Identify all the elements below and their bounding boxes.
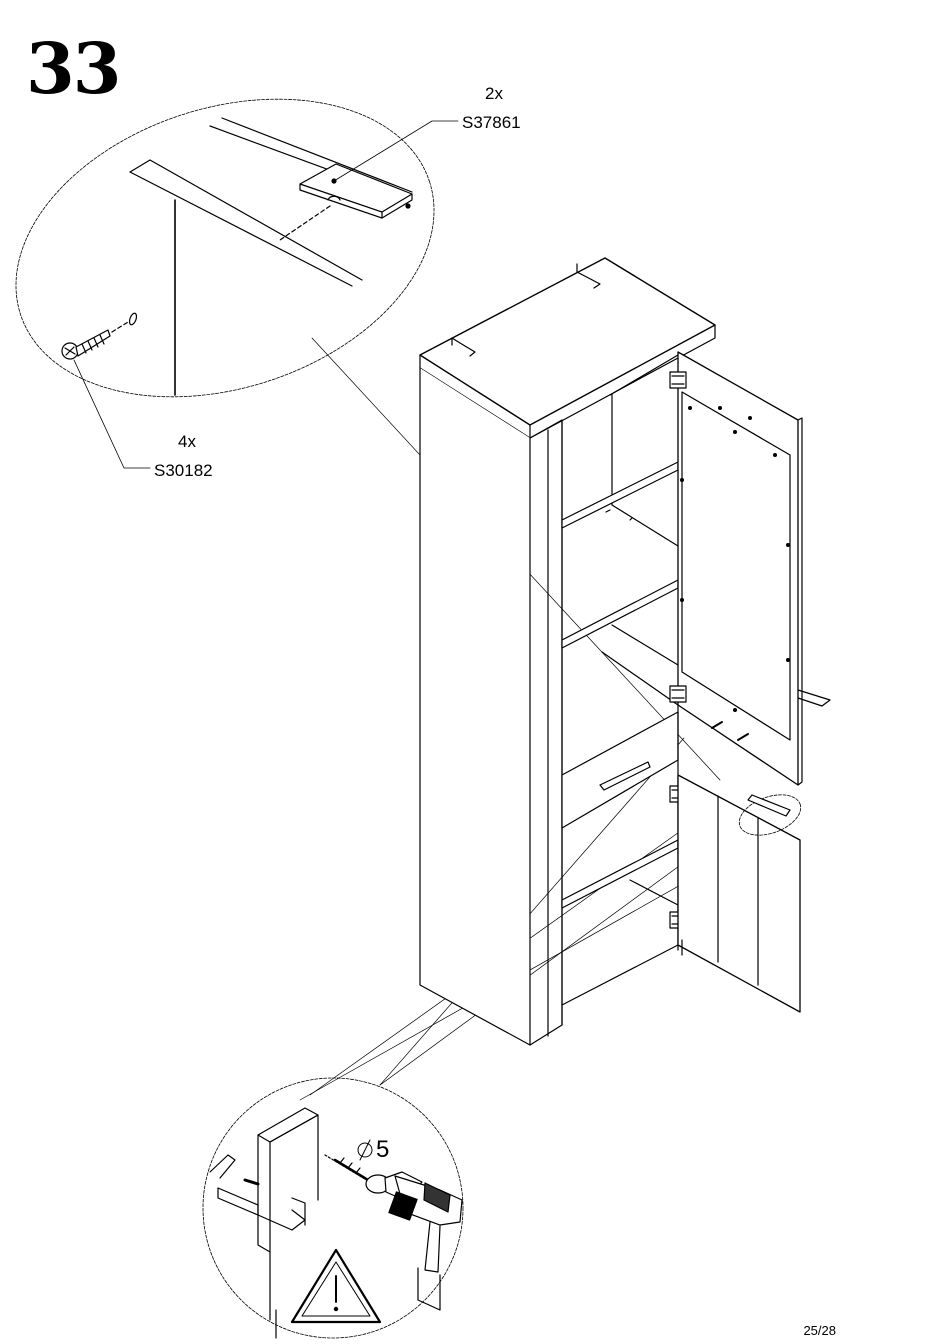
drill-detail-callout: [203, 1078, 463, 1338]
drill-diameter-label: 5: [376, 1138, 389, 1162]
warning-icon: [292, 1250, 380, 1322]
cabinet-drawing: [420, 258, 830, 1045]
drill-icon: [366, 1172, 462, 1310]
screw-icon: [62, 312, 138, 359]
handle-detail-callout: [0, 48, 473, 468]
